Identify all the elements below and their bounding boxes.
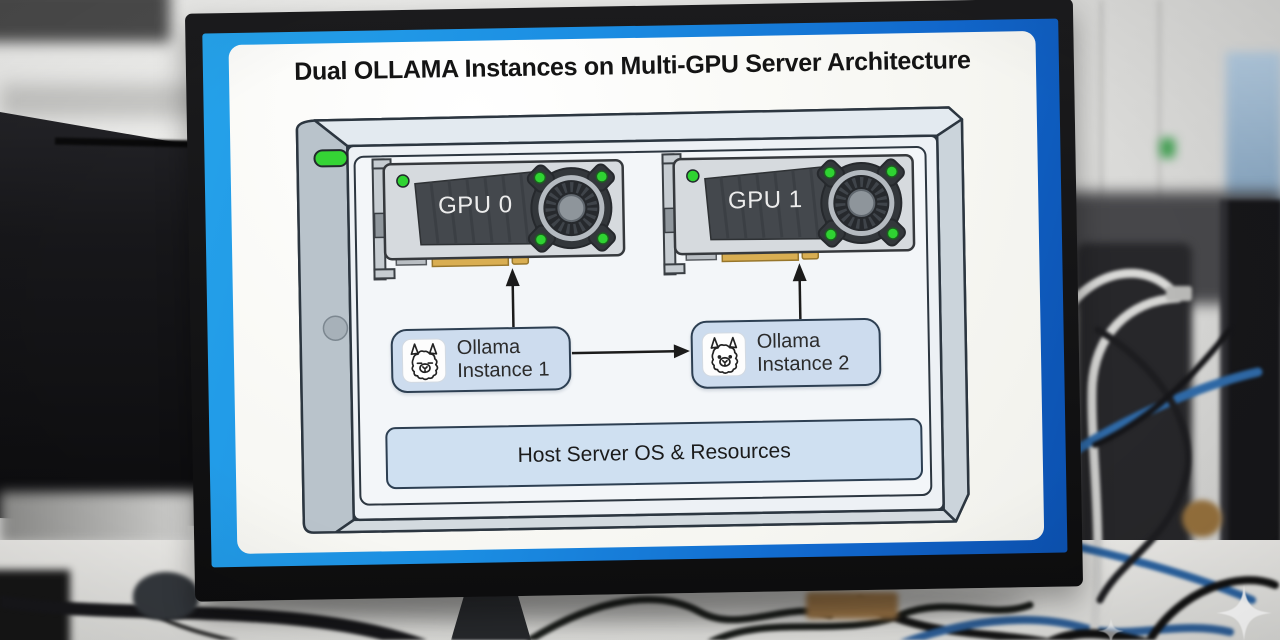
llama-icon bbox=[701, 332, 747, 377]
gpu-0-label: GPU 0 bbox=[438, 191, 513, 219]
wooden-knob bbox=[1182, 500, 1222, 537]
wall-shade bbox=[0, 84, 210, 118]
host-os-box: Host Server OS & Resources bbox=[385, 417, 924, 490]
arrow-instance1-to-instance2 bbox=[571, 350, 675, 355]
chassis-button-icon bbox=[322, 315, 349, 341]
monitor-bezel: Dual OLLAMA Instances on Multi-GPU Serve… bbox=[184, 0, 1084, 602]
instance-2-label: Ollama Instance 2 bbox=[756, 329, 850, 376]
neighbor-monitor-back bbox=[0, 112, 197, 526]
arrow-instance2-to-gpu1 bbox=[798, 280, 802, 320]
wooden-block bbox=[806, 592, 898, 619]
screen-card: Dual OLLAMA Instances on Multi-GPU Serve… bbox=[228, 30, 1045, 554]
exit-sign bbox=[1160, 138, 1175, 158]
wall-seam bbox=[1158, 0, 1161, 250]
ollama-instance-2-box: Ollama Instance 2 bbox=[690, 317, 882, 390]
sparkle-icon bbox=[1216, 585, 1272, 640]
wall-seam bbox=[1100, 0, 1103, 250]
arrow-instance1-to-gpu0 bbox=[511, 285, 515, 328]
llama-icon bbox=[401, 338, 447, 384]
screen-blue-frame: Dual OLLAMA Instances on Multi-GPU Serve… bbox=[202, 18, 1068, 568]
instance-1-label: Ollama Instance 1 bbox=[456, 336, 550, 383]
host-os-label: Host Server OS & Resources bbox=[517, 439, 791, 468]
ollama-instance-1-box: Ollama Instance 1 bbox=[390, 326, 572, 394]
connection-arrows bbox=[505, 263, 807, 359]
monitor: Dual OLLAMA Instances on Multi-GPU Serve… bbox=[184, 0, 1084, 602]
power-led-icon bbox=[313, 149, 349, 168]
computer-mouse bbox=[133, 572, 199, 620]
gpu-1-label: GPU 1 bbox=[728, 186, 803, 214]
sparkle-icon bbox=[1098, 618, 1124, 640]
ceiling-shadow bbox=[0, 0, 170, 42]
blurred-equipment bbox=[0, 492, 200, 544]
